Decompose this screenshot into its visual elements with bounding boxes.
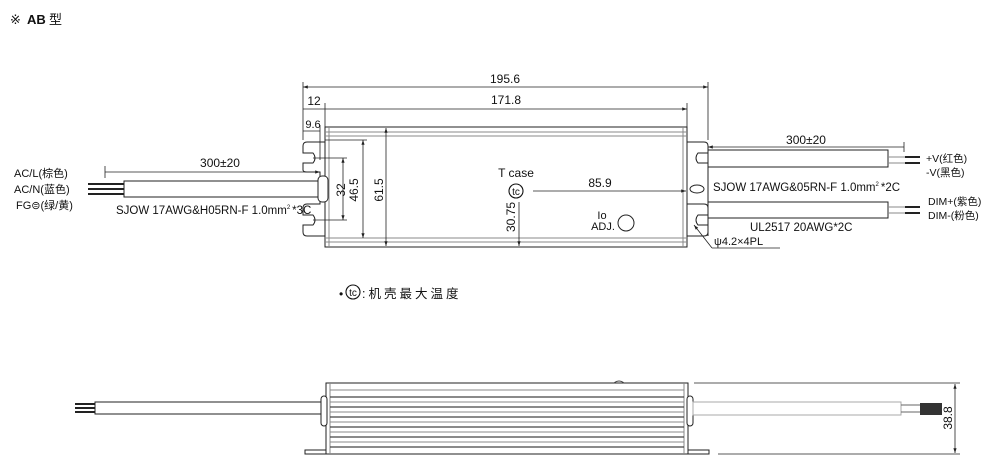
dim-hole-pitch: 32 — [334, 183, 348, 197]
wire-label-acl: AC/L(棕色) — [14, 166, 68, 180]
dim-cable-spec: UL2517 20AWG*2C — [750, 222, 853, 234]
output-cable — [707, 149, 889, 168]
output-cable-spec: SJOW 17AWG&05RN-F 1.0mm2*2C — [713, 182, 900, 194]
input-cable-gland — [317, 175, 329, 203]
io-adj-label-1: Io — [597, 210, 606, 222]
legend-text: :机壳最大温度 — [362, 286, 461, 301]
wire-label-fg: FG⊜(绿/黄) — [16, 198, 73, 212]
tcase-label: T case — [498, 166, 534, 180]
top-view: 195.6 171.8 12 9.6 32 46.5 61.5 T case t… — [14, 72, 981, 249]
wire-label-dimplus: DIM+(紫色) — [928, 195, 981, 208]
right-cable-gland — [689, 184, 705, 194]
side-case-body — [325, 382, 689, 455]
dim-cable — [707, 201, 889, 219]
title-suffix: 型 — [49, 12, 62, 27]
wire-label-vminus: -V(黑色) — [926, 166, 965, 179]
dim-height: 38.8 — [941, 406, 955, 430]
output-wire-ends — [888, 156, 920, 214]
input-cable-spec: SJOW 17AWG&H05RN-F 1.0mm2*3C — [116, 205, 311, 217]
title: ※ AB 型 — [10, 12, 62, 27]
legend-tc-icon — [345, 284, 361, 300]
input-wire-ends — [88, 183, 124, 195]
tc-symbol-icon — [508, 183, 524, 199]
wire-label-vplus: +V(红色) — [926, 152, 967, 165]
wire-label-acn: AC/N(蓝色) — [14, 182, 70, 196]
output-cable-length: 300±20 — [786, 133, 826, 147]
title-model: AB — [27, 12, 46, 27]
input-cable-length: 300±20 — [200, 156, 240, 170]
side-fins — [329, 383, 685, 454]
legend-bullet: • — [339, 287, 343, 301]
io-adj-label-2: ADJ. — [591, 221, 615, 233]
dim-inner-width: 46.5 — [347, 178, 361, 202]
dim-flange: 12 — [307, 94, 321, 108]
dim-body-length: 171.8 — [491, 93, 521, 107]
input-cable — [123, 180, 321, 198]
side-right-flange — [685, 449, 710, 455]
legend-tc-text: tc — [349, 288, 357, 299]
hole-spec: ψ4.2×4PL — [714, 236, 763, 248]
dim-overall-length: 195.6 — [490, 72, 520, 86]
side-left-flange — [304, 449, 329, 455]
side-input-cable — [94, 401, 322, 415]
side-output-wire-ends — [920, 403, 942, 415]
wire-label-dimminus: DIM-(粉色) — [928, 209, 979, 222]
side-output-cable — [692, 401, 902, 416]
dim-width: 61.5 — [372, 178, 386, 202]
side-view: 38.8 — [75, 380, 960, 455]
title-mark: ※ — [10, 12, 21, 27]
dim-hole-offset: 9.6 — [305, 119, 320, 131]
io-adj-potentiometer — [617, 214, 635, 232]
tc-symbol-text: tc — [512, 187, 520, 198]
dim-tc-x: 85.9 — [588, 176, 612, 190]
dim-tc-y: 30.75 — [504, 202, 518, 232]
legend: • tc :机壳最大温度 — [339, 284, 461, 301]
left-flange — [302, 141, 326, 237]
